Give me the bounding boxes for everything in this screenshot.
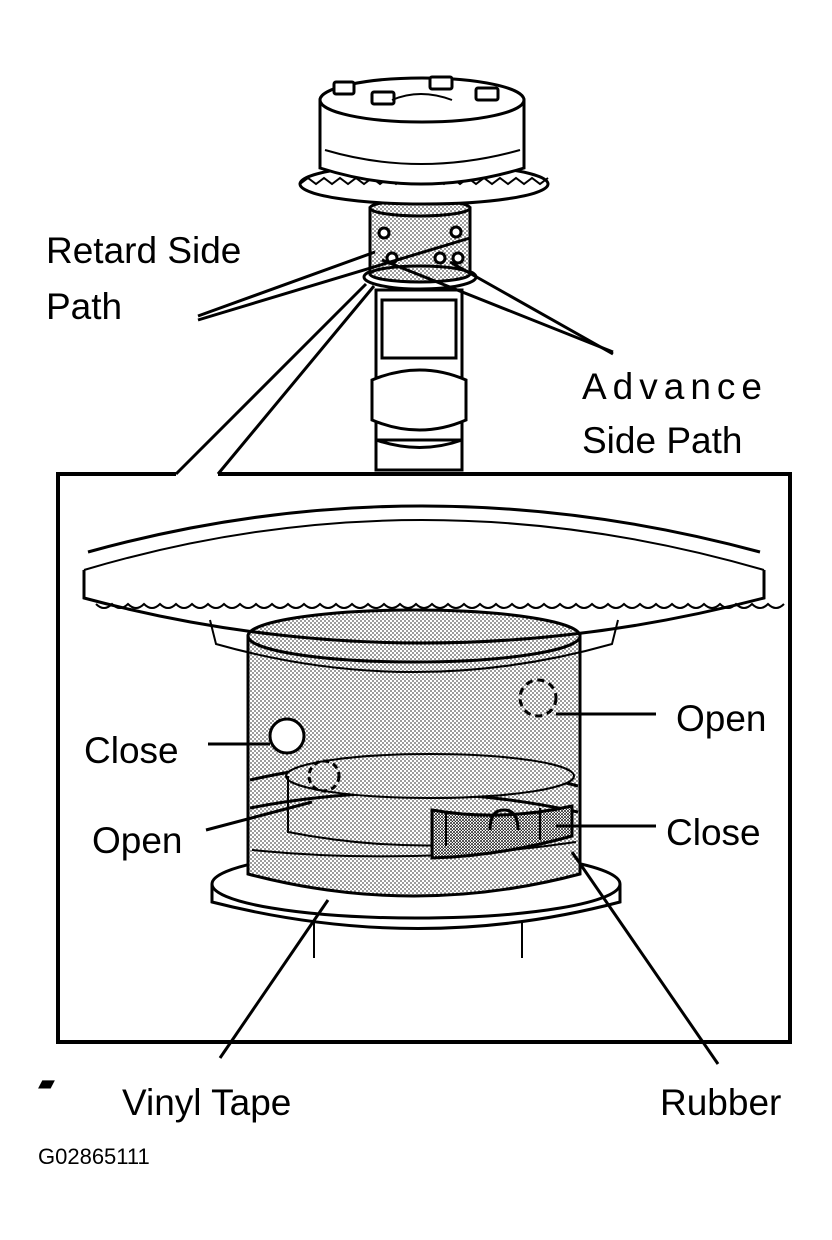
rubber-label: Rubber: [660, 1082, 782, 1123]
open-label-left: Open: [92, 820, 183, 861]
close-label-right: Close: [666, 812, 761, 853]
port-open-right: [518, 678, 558, 718]
port-close-left: [268, 717, 306, 755]
rubber-piece: [430, 804, 574, 860]
inset-leader-lines: [205, 712, 720, 1065]
close-label-left: Close: [84, 730, 179, 771]
detail-inset: [56, 472, 792, 1065]
camshaft-overview: [174, 75, 614, 476]
retard-side-path-label-line2: Path: [46, 286, 123, 327]
advance-side-path-label-line1: Advance: [582, 366, 768, 407]
retard-side-path-label-line1: Retard Side: [46, 230, 242, 271]
inset-sprocket-arc: [82, 504, 785, 673]
inset-frame: [56, 472, 792, 1044]
vinyl-tape-label: Vinyl Tape: [122, 1082, 292, 1123]
camshaft: [370, 288, 468, 472]
overview-leader-lines: [174, 236, 614, 476]
open-label-right: Open: [676, 698, 767, 739]
figure-code: G02865111: [38, 1144, 150, 1169]
port-open-left: [307, 759, 341, 793]
collar-cylinder: [246, 608, 582, 898]
advance-side-path-label-line2: Side Path: [582, 420, 743, 461]
vvt-housing: [318, 75, 526, 186]
corner-mark-icon: ▰: [38, 1070, 55, 1095]
